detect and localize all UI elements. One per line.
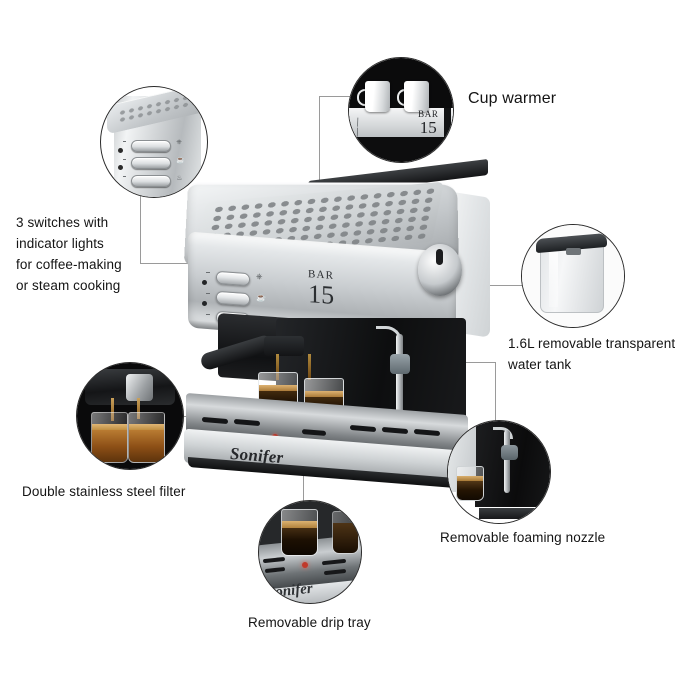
machine-pressure-marking: BAR 15	[308, 268, 335, 310]
cup-handle-right	[396, 89, 406, 106]
leader-line-switches-vertical	[140, 176, 141, 264]
filter-glass-left	[90, 411, 128, 463]
water-tank-callout-image	[522, 225, 624, 327]
leader-line-driptray	[303, 470, 304, 508]
drip-tray-glass-secondary	[332, 511, 359, 555]
switch-detail-tick-2	[123, 158, 127, 160]
machine-indicator-led-1	[202, 280, 207, 285]
espresso-stream-right	[308, 354, 311, 380]
espresso-crema-left	[259, 384, 297, 392]
drip-tray-callout-label: Removable drip tray	[248, 615, 371, 630]
foaming-nozzle-callout-label: Removable foaming nozzle	[440, 530, 606, 545]
nozzle-tray-edge	[478, 507, 550, 519]
cup-warmer-bar-label: BAR	[418, 109, 439, 119]
coffee-cup-icon: ☕	[256, 293, 266, 302]
machine-control-knob[interactable]	[418, 244, 462, 296]
drip-tray-callout-image: Sonifer	[259, 501, 361, 603]
machine-switch-tick-2	[206, 293, 210, 294]
power-icon: ⎈	[256, 272, 263, 281]
espresso-crema-right	[305, 390, 343, 398]
drip-tray-glass-primary	[281, 509, 319, 557]
leader-line-cupwarmer-horizontal	[319, 96, 351, 97]
drip-tray-crema-primary	[282, 520, 318, 528]
drip-tray-callout-circle: Sonifer	[258, 500, 362, 604]
espresso-stream-left	[276, 354, 279, 380]
switch-detail-tick-1	[123, 140, 127, 142]
cup-warmer-lower-shadow	[349, 137, 453, 162]
espresso-stream-right	[137, 397, 141, 420]
switch-detail-led-2	[117, 165, 123, 171]
leader-line-cupwarmer-vertical	[319, 96, 320, 216]
portafilter-chrome-spout	[125, 373, 154, 402]
cup-warmer-callout-circle: —— BAR 15	[348, 57, 454, 163]
power-icon: ⎈	[176, 138, 182, 146]
steam-wand[interactable]	[396, 334, 403, 420]
machine-bar-value: 15	[308, 279, 335, 310]
switch-detail-led-1	[117, 147, 123, 153]
cup-warmer-edge-strip	[443, 107, 451, 142]
double-filter-callout-circle	[76, 362, 184, 470]
leader-line-tank	[462, 285, 522, 286]
steam-wand-grip[interactable]	[390, 354, 410, 374]
switch-detail-1[interactable]	[130, 139, 171, 152]
drip-tray-coffee-secondary	[333, 522, 358, 554]
cup-warmer-bar-value: 15	[419, 118, 437, 137]
filter-crema-left	[91, 423, 127, 431]
cup-warmer-callout-label: Cup warmer	[468, 90, 557, 107]
water-tank-highlight	[548, 247, 558, 307]
steam-wand-bend	[492, 427, 514, 440]
machine-switch-1[interactable]	[216, 270, 250, 287]
switches-callout-circle: ⎈ ☕ ♨	[100, 86, 208, 198]
nozzle-coffee-crema	[457, 476, 483, 482]
cup-icon	[404, 80, 430, 113]
cup-warmer-callout-image: —— BAR 15	[349, 58, 453, 162]
water-tank-callout-circle	[521, 224, 625, 328]
drip-tray-float-indicator	[301, 562, 308, 569]
filter-glass-right	[127, 411, 165, 463]
nozzle-coffee-liquid	[457, 476, 483, 500]
switch-detail-2[interactable]	[130, 157, 171, 170]
foaming-nozzle-callout-circle	[447, 420, 551, 524]
switches-callout-label: 3 switches with indicator lights for cof…	[16, 215, 122, 293]
water-tank-latch	[565, 248, 582, 255]
filter-crema-right	[128, 423, 164, 431]
leader-line-nozzle-vertical	[495, 362, 496, 430]
cup-warmer-gauge-markings: ——	[351, 116, 363, 137]
coffee-cup-icon: ☕	[176, 157, 185, 165]
steam-wand-icon	[504, 430, 510, 494]
cup-handle-left	[357, 89, 366, 106]
steam-icon: ♨	[176, 174, 183, 182]
machine-switch-tick-1	[206, 272, 210, 273]
machine-switch-tick-3	[206, 314, 210, 315]
machine-switch-2[interactable]	[216, 290, 250, 307]
portafilter-head	[264, 336, 304, 356]
water-tank-callout-label: 1.6L removable transparent water tank	[508, 336, 675, 372]
switch-detail-tick-3	[123, 176, 127, 178]
double-filter-callout-label: Double stainless steel filter	[22, 484, 186, 499]
espresso-machine-product-image: ⎈ ☕ ♨ BAR 15	[180, 158, 490, 508]
cup-warmer-platform	[349, 107, 453, 140]
switches-callout-image: ⎈ ☕ ♨	[101, 87, 207, 197]
switch-detail-3[interactable]	[130, 175, 171, 188]
nozzle-espresso-glass	[456, 465, 484, 501]
foaming-nozzle-callout-image	[448, 421, 550, 523]
cup-icon	[364, 80, 390, 113]
double-filter-callout-image	[77, 363, 183, 469]
machine-indicator-led-2	[202, 301, 207, 306]
steam-wand-grip	[501, 445, 519, 460]
machine-knob-marker	[436, 249, 443, 265]
espresso-stream-left	[110, 397, 114, 422]
cup-warmer-pressure-marking: BAR 15	[418, 109, 439, 137]
